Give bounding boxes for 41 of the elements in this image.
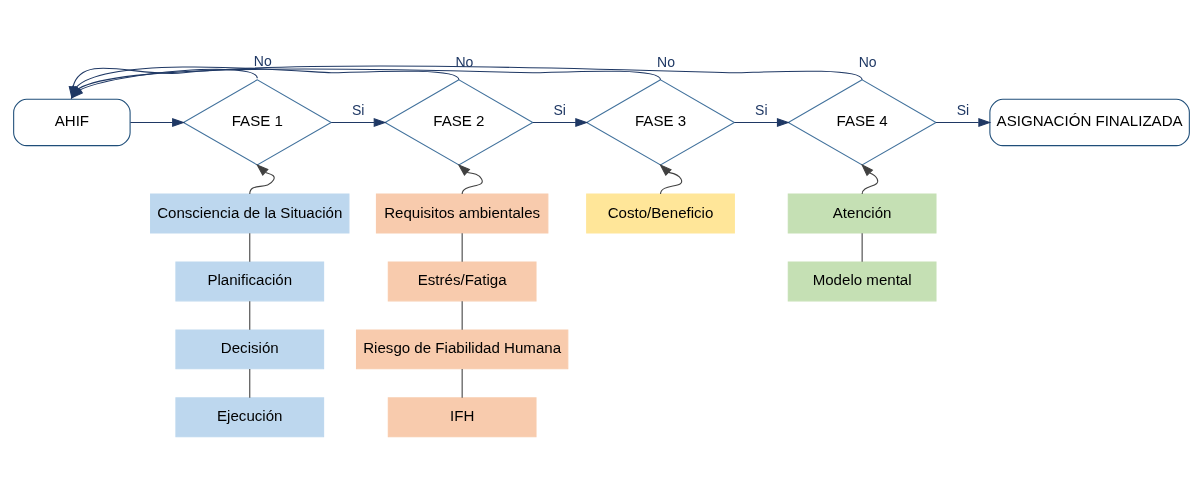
- node-diamond: FASE 1: [182, 78, 333, 166]
- node-box: IFH: [387, 396, 537, 437]
- node-box: Costo/Beneficio: [586, 193, 735, 233]
- node-box: Estrés/Fatiga: [387, 261, 537, 301]
- connector: [461, 232, 463, 262]
- node-diamond: FASE 3: [585, 78, 736, 166]
- arrow: [129, 117, 186, 127]
- node-box: Decisión: [175, 328, 325, 369]
- node-box: Consciencia de la Situación: [150, 193, 350, 233]
- edge-label: Si: [553, 101, 566, 118]
- connector: [461, 300, 463, 330]
- arrow: [733, 117, 790, 127]
- node-diamond: FASE 4: [787, 78, 938, 166]
- node-box: Atención: [787, 193, 937, 233]
- node-box: AHIF: [13, 98, 131, 146]
- connector: [249, 232, 251, 262]
- edge-label: No: [858, 53, 877, 70]
- arrow: [457, 163, 483, 195]
- node-box: Requisitos ambientales: [375, 193, 549, 233]
- arrow: [532, 117, 589, 127]
- node-diamond: FASE 2: [384, 78, 534, 166]
- edge-label: Si: [956, 101, 970, 118]
- edge-label: No: [657, 53, 676, 70]
- arrow: [659, 163, 683, 195]
- arrow: [330, 117, 387, 127]
- connector: [249, 300, 251, 330]
- node-box: Modelo mental: [787, 261, 937, 301]
- node-box: Ejecución: [175, 396, 325, 437]
- edge-label: No: [253, 52, 272, 69]
- arrow: [249, 163, 275, 195]
- connector: [461, 368, 463, 398]
- node-box: Planificación: [175, 261, 325, 301]
- connector: [249, 368, 251, 398]
- edge-label: Si: [755, 101, 768, 118]
- arrow: [861, 163, 879, 195]
- connector: [861, 232, 863, 262]
- edge-label: Si: [351, 101, 365, 118]
- node-box: ASIGNACIÓN FINALIZADA: [989, 98, 1190, 146]
- node-box: Riesgo de Fiabilidad Humana: [355, 328, 569, 369]
- arrow: [935, 117, 992, 127]
- edge-label: No: [455, 53, 474, 70]
